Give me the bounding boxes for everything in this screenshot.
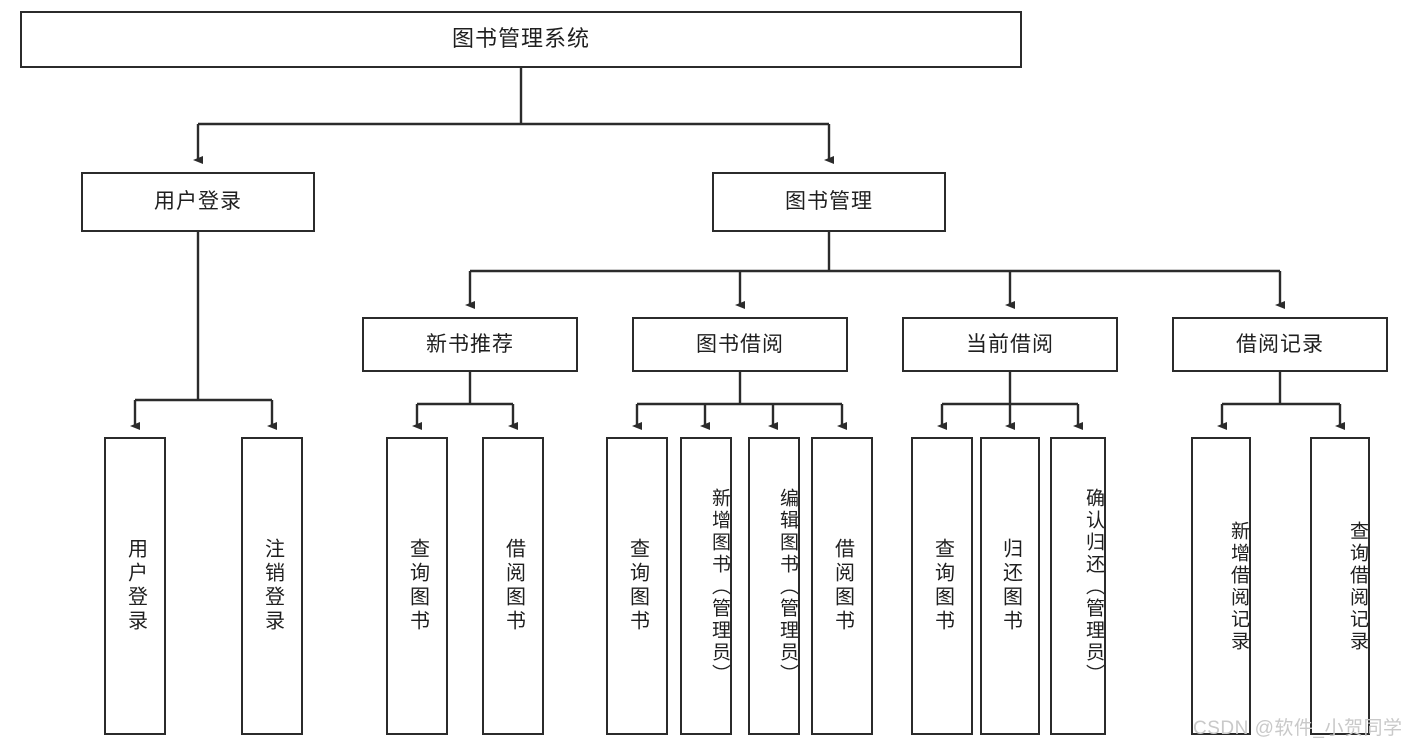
node-book-management[interactable]: 图书管理: [712, 172, 946, 232]
leaf-confirm-return-admin[interactable]: 确认归还（管理员）: [1050, 437, 1106, 735]
leaf-user-logout[interactable]: 注销登录: [241, 437, 303, 735]
leaf-borrow-book-new[interactable]: 借阅图书: [482, 437, 544, 735]
leaf-user-login[interactable]: 用户登录: [104, 437, 166, 735]
leaf-query-book-new[interactable]: 查询图书: [386, 437, 448, 735]
node-user-login[interactable]: 用户登录: [81, 172, 315, 232]
leaf-return-book[interactable]: 归还图书: [980, 437, 1040, 735]
leaf-add-book-admin[interactable]: 新增图书（管理员）: [680, 437, 732, 735]
leaf-query-book-current[interactable]: 查询图书: [911, 437, 973, 735]
leaf-query-borrow-record[interactable]: 查询借阅记录: [1310, 437, 1370, 735]
leaf-query-book-borrow[interactable]: 查询图书: [606, 437, 668, 735]
node-current-borrow[interactable]: 当前借阅: [902, 317, 1118, 372]
leaf-add-borrow-record[interactable]: 新增借阅记录: [1191, 437, 1251, 735]
node-borrow-records[interactable]: 借阅记录: [1172, 317, 1388, 372]
leaf-borrow-book[interactable]: 借阅图书: [811, 437, 873, 735]
node-root-system[interactable]: 图书管理系统: [20, 11, 1022, 68]
node-new-book-recommend[interactable]: 新书推荐: [362, 317, 578, 372]
csdn-watermark: CSDN @软件_小贺同学: [1193, 718, 1403, 739]
leaf-edit-book-admin[interactable]: 编辑图书（管理员）: [748, 437, 800, 735]
node-book-borrow[interactable]: 图书借阅: [632, 317, 848, 372]
